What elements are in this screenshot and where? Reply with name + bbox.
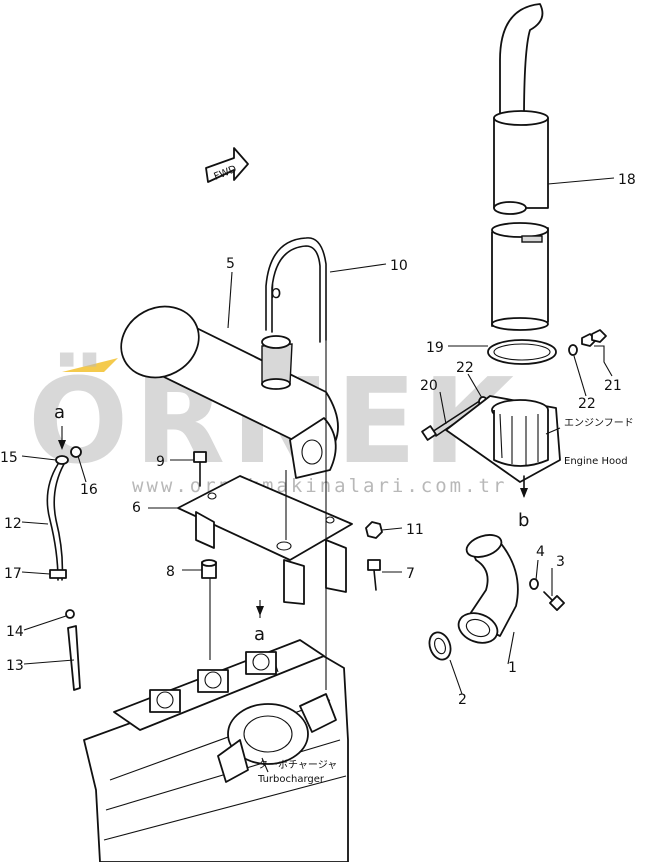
label-10: 10 — [390, 258, 408, 274]
label-14: 14 — [6, 624, 24, 640]
elbow-bolt-and-washer — [529, 578, 565, 611]
part-number-labels: 18 10 5 19 22 20 22 21 9 6 11 7 8 1 2 3 … — [0, 172, 636, 708]
label-1: 1 — [508, 660, 517, 676]
engine-hood-bracket: エンジンフード Engine Hood — [445, 395, 634, 498]
label-7: 7 — [406, 566, 415, 582]
label-4: 4 — [536, 544, 545, 560]
mark-a-top: a — [54, 402, 65, 423]
clip-14 — [65, 609, 75, 619]
label-18: 18 — [618, 172, 636, 188]
nut-11 — [365, 521, 383, 539]
watermark-accent-mark — [62, 358, 118, 372]
label-17: 17 — [4, 566, 22, 582]
fasteners — [193, 451, 383, 591]
gasket — [428, 631, 452, 661]
label-11: 11 — [406, 522, 424, 538]
engine-hood-en-label: Engine Hood — [564, 456, 628, 467]
label-6: 6 — [132, 500, 141, 516]
alignment-lines — [58, 340, 327, 690]
connection-marks: a a b b — [54, 282, 529, 645]
label-13: 13 — [6, 658, 24, 674]
drain-tube-assembly — [46, 446, 82, 691]
pipe-clamp — [487, 339, 557, 365]
muffler — [120, 305, 339, 479]
label-22-upper: 22 — [456, 360, 474, 376]
label-22-right: 22 — [578, 396, 596, 412]
exhaust-elbow — [457, 534, 519, 644]
turbocharger-housing — [227, 703, 309, 765]
u-bolt — [265, 237, 327, 343]
label-5: 5 — [226, 256, 235, 272]
mark-a-bottom: a — [254, 624, 265, 645]
mark-b-bottom: b — [518, 510, 529, 531]
leader-lines — [21, 177, 615, 695]
exhaust-stack-upper — [493, 3, 549, 215]
label-15: 15 — [0, 450, 18, 466]
label-2: 2 — [458, 692, 467, 708]
muffler-bracket — [177, 475, 353, 605]
label-19: 19 — [426, 340, 444, 356]
label-21: 21 — [604, 378, 622, 394]
label-9: 9 — [156, 454, 165, 470]
label-3: 3 — [556, 554, 565, 570]
engine-block: ターボチャージャ Turbocharger — [83, 639, 349, 862]
label-20: 20 — [420, 378, 438, 394]
forward-direction-arrow: FWD — [205, 147, 249, 183]
turbocharger-en-label: Turbocharger — [257, 774, 325, 785]
hose-13 — [67, 625, 81, 691]
label-12: 12 — [4, 516, 22, 532]
exhaust-stack-lower — [491, 222, 549, 331]
label-8: 8 — [166, 564, 175, 580]
turbocharger-jp-label: ターボチャージャ — [258, 759, 337, 771]
engine-hood-jp-label: エンジンフード — [564, 418, 634, 429]
watermark-url: www.ornekmakinalari.com.tr — [132, 475, 507, 497]
mark-b-top: b — [270, 282, 281, 303]
label-16: 16 — [80, 482, 98, 498]
